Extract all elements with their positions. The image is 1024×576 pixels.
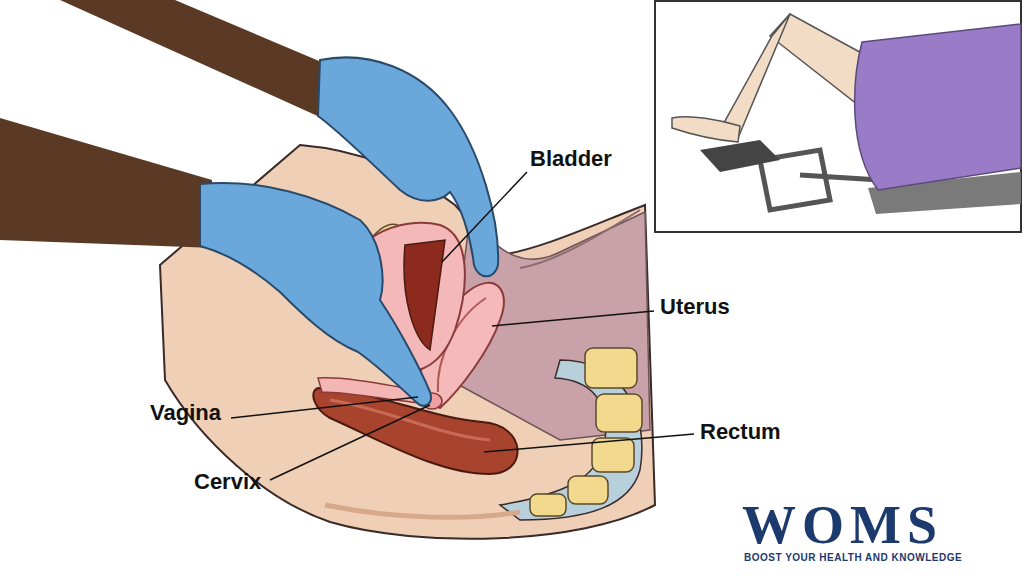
vertebrae: [530, 348, 642, 516]
arm: [60, 0, 345, 118]
rectum-highlight: [330, 400, 490, 440]
leader-line: [492, 311, 654, 326]
abdominal-wall: [520, 210, 640, 268]
part-label: Vagina: [150, 400, 221, 425]
body-section: [160, 145, 655, 539]
leader-line: [231, 397, 418, 418]
vertebra: [592, 438, 634, 472]
watermark-tagline: BOOST YOUR HEALTH AND KNOWLEDGE: [744, 552, 962, 564]
inset-frame: [655, 1, 1021, 232]
part-label: Rectum: [700, 419, 781, 444]
gloved-hand: [200, 183, 431, 406]
vertebra: [585, 348, 637, 388]
watermark: WOMS: [742, 494, 943, 556]
leader-line: [442, 172, 527, 262]
part-label: Bladder: [530, 146, 612, 171]
leader-lines: [231, 172, 694, 480]
vertebra: [596, 394, 642, 432]
shin: [720, 14, 790, 138]
vertebra: [568, 476, 608, 504]
drape: [855, 24, 1021, 190]
stirrup-pad: [700, 140, 780, 172]
foot: [672, 117, 740, 142]
bladder-lumen: [404, 240, 445, 350]
part-label: Cervix: [194, 469, 261, 494]
part-label: Uterus: [660, 294, 730, 319]
arm: [0, 118, 215, 248]
leader-line: [270, 405, 430, 480]
skin-fold: [325, 505, 520, 517]
vertebra: [530, 494, 566, 516]
leader-line: [484, 434, 694, 452]
